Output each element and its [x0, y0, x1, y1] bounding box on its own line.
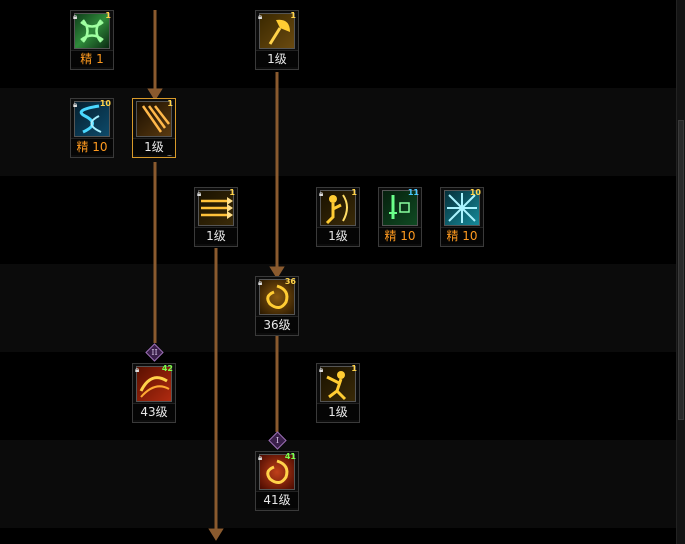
skill-count: 1 [167, 99, 173, 108]
skill-warrior-icon [320, 366, 356, 402]
skill-level: 36级 [256, 316, 298, 333]
skill-knot-icon [74, 13, 110, 49]
skill-level: 41级 [256, 491, 298, 508]
lock-icon: 🔒︎ [319, 365, 324, 374]
scrollbar-thumb[interactable] [678, 120, 684, 420]
skill-level: 1级 [317, 227, 359, 244]
skill-level: 1级 [317, 403, 359, 420]
skill-count: 1 [290, 11, 296, 20]
skill-slot[interactable]: 🔒︎ 36 D 36级 [255, 276, 299, 336]
tier-marker-label: II [151, 348, 158, 357]
skill-count: 1 [351, 188, 357, 197]
skill-slot[interactable]: 🔒︎ 1 1级 [255, 10, 299, 70]
skill-claw-icon [136, 101, 172, 137]
scrollbar[interactable] [676, 0, 685, 544]
skill-slot[interactable]: 🔒︎ 1 T 1级 [316, 187, 360, 247]
tree-row-band [0, 440, 677, 528]
skill-figure-icon [320, 190, 356, 226]
lock-icon: 🔒︎ [197, 189, 202, 198]
skill-slot[interactable]: 🔒︎ 41 F 41级 [255, 451, 299, 511]
skill-level: 43级 [133, 403, 175, 420]
connector-arrow [208, 528, 224, 541]
skill-level: 1级 [133, 138, 175, 155]
tier-marker-label: I [275, 436, 280, 445]
lock-icon: 🔒︎ [135, 365, 140, 374]
lock-icon: 🔒︎ [258, 453, 263, 462]
skill-burst-icon [444, 190, 480, 226]
skill-count: 1 [105, 11, 111, 20]
skill-wave-icon [136, 366, 172, 402]
skill-count: 41 [284, 452, 296, 461]
skill-count: 11 [407, 188, 419, 197]
skill-level: 精 1 [71, 50, 113, 67]
lock-icon: 🔒︎ [258, 278, 263, 287]
skill-slot[interactable]: 🔒︎ 42 S 43级 [132, 363, 176, 423]
lock-icon: 🔒︎ [73, 100, 78, 109]
skill-axe-icon [259, 13, 295, 49]
skill-level: 1级 [256, 50, 298, 67]
skill-count: 36 [284, 277, 296, 286]
skill-helix-icon [74, 101, 110, 137]
lock-icon: 🔒︎ [258, 12, 263, 21]
skill-level: 精 10 [379, 227, 421, 244]
skill-spears-icon [198, 190, 234, 226]
skill-slot[interactable]: 🔒︎ 10 精 10 [70, 98, 114, 158]
skill-slot[interactable]: 1 1级 [132, 98, 176, 158]
skill-sword-icon [382, 190, 418, 226]
skill-count: 1 [229, 188, 235, 197]
skill-level: 1级 [195, 227, 237, 244]
skill-count: 1 [351, 364, 357, 373]
skill-level: 精 10 [71, 138, 113, 155]
skill-count: 10 [99, 99, 111, 108]
lock-icon: 🔒︎ [73, 12, 78, 21]
tree-row-band [0, 264, 677, 352]
connector-arrow [147, 88, 163, 101]
skill-slot[interactable]: 11 精 10 [378, 187, 422, 247]
skill-vortex-icon [259, 454, 295, 490]
skill-count: 42 [161, 364, 173, 373]
lock-icon: 🔒︎ [319, 189, 324, 198]
skill-level: 精 10 [441, 227, 483, 244]
skill-slot[interactable]: 🔒︎ 1 精 1 [70, 10, 114, 70]
skill-slot[interactable]: 🔒︎ 1 1级 [194, 187, 238, 247]
skill-count: 10 [469, 188, 481, 197]
skill-slot[interactable]: 🔒︎ 1 H 1级 [316, 363, 360, 423]
skill-slot[interactable]: 10 精 10 [440, 187, 484, 247]
skill-swirl-icon [259, 279, 295, 315]
connector-arrow [269, 266, 285, 279]
